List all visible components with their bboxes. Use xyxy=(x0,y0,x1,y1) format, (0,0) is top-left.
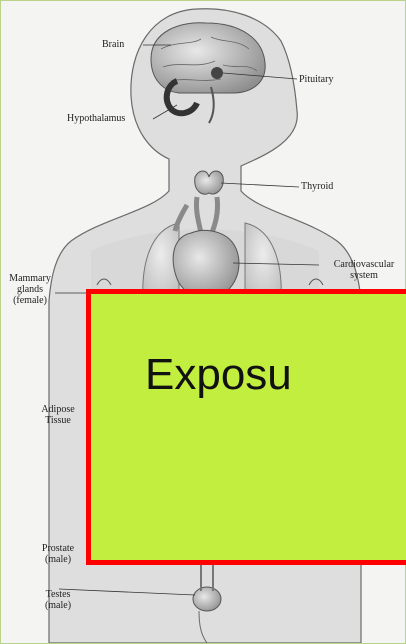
label-testes-line1: Testes xyxy=(31,589,85,600)
label-thyroid: Thyroid xyxy=(301,181,333,192)
label-mammary-line3: (female) xyxy=(3,295,57,306)
label-mammary-line2: glands xyxy=(3,284,57,295)
label-mammary: Mammary glands (female) xyxy=(3,273,57,306)
label-cardiovascular-line1: Cardiovascular xyxy=(319,259,406,270)
label-prostate-line2: (male) xyxy=(31,554,85,565)
label-testes-line2: (male) xyxy=(31,600,85,611)
overlay-text: Exposu xyxy=(145,350,292,400)
label-mammary-line1: Mammary xyxy=(3,273,57,284)
label-adipose-line2: Tissue xyxy=(29,415,87,426)
testes-shape xyxy=(193,587,221,611)
label-cardiovascular-line2: system xyxy=(319,270,406,281)
label-hypothalamus: Hypothalamus xyxy=(67,113,125,124)
label-brain: Brain xyxy=(102,39,124,50)
label-cardiovascular: Cardiovascular system xyxy=(319,259,406,281)
label-testes: Testes (male) xyxy=(31,589,85,611)
pituitary-shape xyxy=(211,67,223,79)
label-prostate: Prostate (male) xyxy=(31,543,85,565)
label-prostate-line1: Prostate xyxy=(31,543,85,554)
overlay-box: Exposu xyxy=(86,289,406,565)
label-pituitary: Pituitary xyxy=(299,74,333,85)
label-adipose: Adipose Tissue xyxy=(29,404,87,426)
label-adipose-line1: Adipose xyxy=(29,404,87,415)
